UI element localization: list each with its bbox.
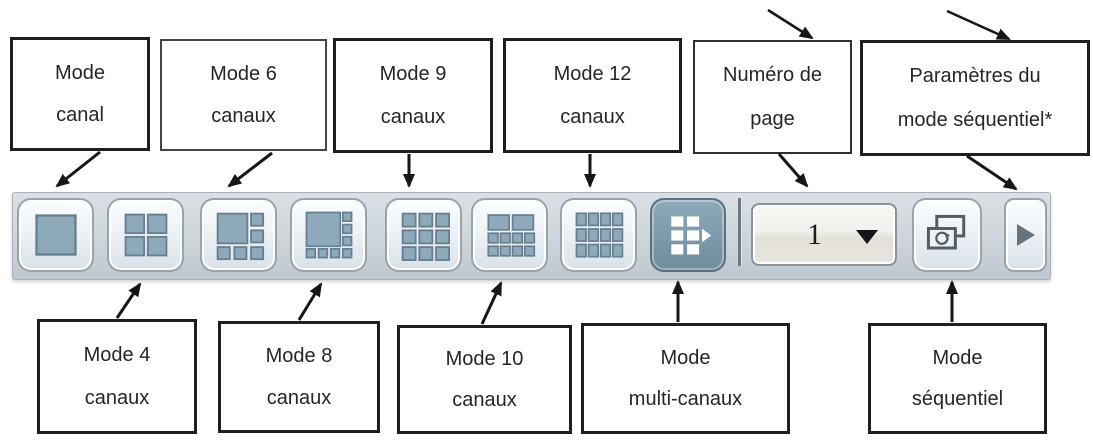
single-channel-mode-button[interactable] [17, 198, 94, 272]
page-number-value: 1 [807, 217, 822, 251]
sequential-mode-button[interactable] [912, 198, 982, 272]
arrow-mode-8-canaux [297, 282, 323, 321]
callout-line: canaux [452, 389, 517, 411]
callout-mode-4-canaux: Mode 4 canaux [37, 319, 197, 434]
six-channel-mode-button[interactable] [200, 198, 277, 272]
callout-mode-8-canaux: Mode 8 canaux [218, 321, 380, 433]
callout-line: Mode [932, 346, 983, 369]
callout-line: canal [56, 104, 104, 127]
callout-line: Paramètres du [909, 65, 1041, 88]
callout-line: Mode [54, 61, 106, 84]
callout-line: multi-canaux [628, 388, 743, 411]
sequence-icon [926, 214, 966, 250]
callout-mode-9-canaux: Mode 9 canaux [333, 38, 493, 153]
toolbar-separator [738, 198, 742, 266]
eight-channel-mode-button[interactable] [290, 198, 367, 272]
callout-mode-12-canaux: Mode 12 canaux [503, 38, 682, 153]
callout-parametres-mode-sequentiel: Paramètres du mode séquentiel* [860, 40, 1090, 156]
callout-line: Mode [660, 346, 711, 369]
nine-channel-mode-button[interactable] [385, 198, 462, 272]
callout-line: Mode 8 [265, 345, 333, 367]
arrow-mode-10-canaux [480, 281, 503, 325]
callout-line: page [750, 107, 795, 130]
callout-line: Mode 4 [83, 344, 151, 366]
callout-line: mode séquentiel* [897, 108, 1053, 131]
four-channel-mode-button[interactable] [107, 198, 184, 272]
callout-mode-canal: Mode canal [10, 37, 150, 151]
twelve-channel-mode-button[interactable] [560, 198, 637, 272]
eight-view-icon [305, 211, 352, 259]
arrow-parametres-seq [966, 154, 1018, 191]
twelve-view-icon [575, 212, 623, 258]
arrow-numero-de-page [777, 153, 809, 188]
callout-line: séquentiel [911, 388, 1004, 411]
callout-line: Mode 12 [553, 63, 632, 85]
six-view-icon [216, 212, 264, 261]
callout-line: canaux [84, 387, 150, 409]
multi-channel-mode-button[interactable] [650, 198, 726, 272]
callout-line: Mode 6 [210, 62, 277, 85]
arrow-mode-4-canaux [115, 282, 142, 319]
callout-line: Mode 9 [379, 63, 447, 85]
play-icon [1016, 224, 1035, 246]
arrow-mode-canal [55, 150, 101, 188]
callout-line: canaux [560, 106, 625, 128]
callout-line: canaux [380, 106, 446, 128]
ten-view-icon [486, 214, 535, 257]
nine-view-icon [401, 212, 450, 261]
callout-mode-sequentiel: Mode séquentiel [868, 323, 1047, 434]
arrow-into-parametres-box [946, 9, 1011, 41]
channel-mode-toolbar: 1 [12, 192, 1051, 280]
ten-channel-mode-button[interactable] [471, 198, 548, 272]
arrow-into-numero-box [767, 8, 814, 40]
caret-down-icon [856, 230, 878, 244]
callout-line: canaux [266, 387, 332, 409]
callout-numero-de-page: Numéro de page [693, 40, 852, 154]
multi-view-icon [671, 216, 712, 255]
callout-mode-multi-canaux: Mode multi-canaux [581, 323, 790, 434]
callout-line: canaux [211, 105, 276, 128]
callout-line: Numéro de [723, 64, 822, 87]
arrow-mode-6-canaux [227, 151, 273, 188]
sequential-mode-settings-button[interactable] [1004, 198, 1047, 272]
quad-view-icon [124, 213, 167, 257]
single-view-icon [34, 214, 77, 256]
callout-mode-10-canaux: Mode 10 canaux [397, 325, 572, 434]
callout-line: Mode 10 [445, 348, 524, 370]
callout-mode-6-canaux: Mode 6 canaux [160, 39, 327, 151]
page-number-dropdown[interactable]: 1 [751, 203, 897, 266]
